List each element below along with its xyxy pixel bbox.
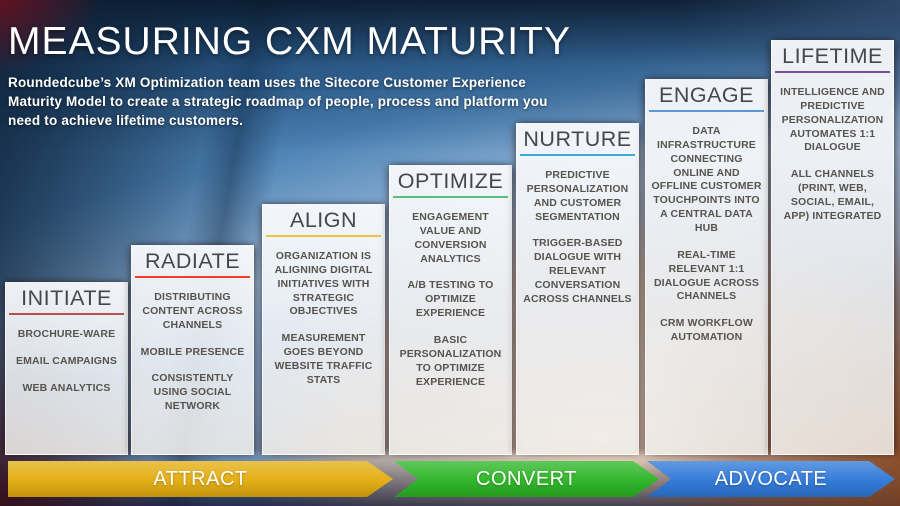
column-items: PREDICTIVE PERSONALIZATION AND CUSTOMER … — [517, 156, 638, 307]
maturity-column-nurture: NURTURE PREDICTIVE PERSONALIZATION AND CU… — [516, 123, 639, 455]
column-title: OPTIMIZE — [393, 166, 508, 198]
column-items: DISTRIBUTING CONTENT ACROSS CHANNELS MOBI… — [132, 278, 253, 414]
column-item: REAL-TIME RELEVANT 1:1 DIALOGUE ACROSS C… — [653, 248, 760, 303]
slide-title: MEASURING CXM MATURITY — [8, 20, 571, 63]
column-item: CRM WORKFLOW AUTOMATION — [660, 317, 753, 344]
phase-arrow-convert: CONVERT — [394, 461, 659, 497]
column-item: PREDICTIVE PERSONALIZATION AND CUSTOMER … — [526, 169, 629, 223]
column-items: ENGAGEMENT VALUE AND CONVERSION ANALYTIC… — [390, 198, 511, 389]
column-item: DATA INFRASTRUCTURE CONNECTING ONLINE AN… — [651, 125, 762, 235]
phase-arrow-attract: ATTRACT — [8, 461, 393, 497]
column-item: MOBILE PRESENCE — [140, 345, 245, 358]
subtitle-line: Maturity Model to create a strategic roa… — [8, 94, 548, 110]
arrow-label: ADVOCATE — [714, 467, 828, 490]
column-item: EMAIL CAMPAIGNS — [15, 354, 118, 367]
column-item: ALL CHANNELS (PRINT, WEB, SOCIAL, EMAIL,… — [783, 168, 882, 222]
column-item: WEB ANALYTICS — [22, 381, 111, 394]
arrow-label: ATTRACT — [153, 467, 248, 490]
column-item: A/B TESTING TO OPTIMIZE EXPERIENCE — [407, 279, 494, 320]
column-title: LIFETIME — [775, 41, 890, 73]
column-items: INTELLIGENCE AND PREDICTIVE PERSONALIZAT… — [772, 73, 893, 224]
column-title: INITIATE — [9, 283, 124, 315]
column-item: CONSISTENTLY USING SOCIAL NETWORK — [151, 372, 234, 413]
subtitle-line: Roundedcube’s XM Optimization team uses … — [8, 75, 527, 90]
maturity-column-initiate: INITIATE BROCHURE-WARE EMAIL CAMPAIGNS WEB … — [5, 282, 128, 455]
column-title: NURTURE — [520, 124, 635, 156]
maturity-column-engage: ENGAGE DATA INFRASTRUCTURE CONNECTING ONL… — [645, 79, 768, 455]
column-title: ALIGN — [266, 205, 381, 237]
column-item: MEASUREMENT GOES BEYOND WEBSITE TRAFFIC … — [274, 332, 373, 386]
column-title: RADIATE — [135, 246, 250, 278]
slide-subtitle: Roundedcube’s XM Optimization team uses … — [8, 73, 571, 130]
column-item: TRIGGER-BASED DIALOGUE WITH RELEVANT CON… — [523, 237, 632, 305]
maturity-column-lifetime: LIFETIME INTELLIGENCE AND PREDICTIVE PERS… — [771, 40, 894, 455]
column-title: ENGAGE — [649, 80, 764, 112]
maturity-column-align: ALIGN ORGANIZATION IS ALIGNING DIGITAL IN… — [262, 204, 385, 455]
column-items: BROCHURE-WARE EMAIL CAMPAIGNS WEB ANALYTIC… — [6, 315, 127, 396]
subtitle-line: need to achieve lifetime customers. — [8, 113, 244, 129]
column-item: BASIC PERSONALIZATION TO OPTIMIZE EXPERI… — [399, 334, 502, 388]
maturity-column-optimize: OPTIMIZE ENGAGEMENT VALUE AND CONVERSION … — [389, 165, 512, 455]
arrow-label: CONVERT — [476, 467, 577, 490]
column-item: BROCHURE-WARE — [17, 328, 116, 340]
column-item: INTELLIGENCE AND PREDICTIVE PERSONALIZAT… — [780, 86, 885, 154]
column-item: ENGAGEMENT VALUE AND CONVERSION ANALYTIC… — [412, 211, 489, 265]
column-items: ORGANIZATION IS ALIGNING DIGITAL INITIAT… — [263, 237, 384, 388]
column-item: DISTRIBUTING CONTENT ACROSS CHANNELS — [142, 291, 243, 331]
phase-arrow-advocate: ADVOCATE — [647, 461, 895, 497]
column-items: DATA INFRASTRUCTURE CONNECTING ONLINE AN… — [646, 112, 767, 345]
column-item: ORGANIZATION IS ALIGNING DIGITAL INITIAT… — [274, 250, 373, 318]
title-block: MEASURING CXM MATURITY Roundedcube’s XM … — [8, 20, 571, 130]
